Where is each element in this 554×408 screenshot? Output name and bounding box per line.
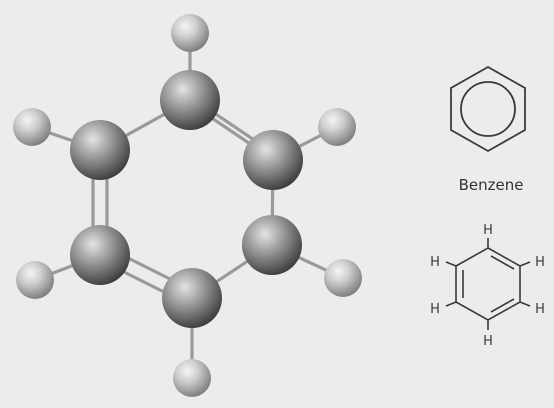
- hydrogen-label-bottom-left: H: [430, 302, 440, 317]
- kekule-double-bond-3: [490, 298, 515, 313]
- hydrogen-atoms: [13, 14, 362, 397]
- kekule-ch-bond-top-left: [445, 261, 457, 267]
- hydrogen-label-top-left: H: [430, 255, 440, 270]
- kekule-double-bond-1: [490, 255, 515, 270]
- hydrogen-atom-3: [324, 259, 362, 297]
- hydrogen-atom-6: [13, 108, 51, 146]
- carbon-atom-6: [70, 120, 130, 180]
- carbon-atom-1: [160, 70, 220, 130]
- carbon-atom-4: [162, 268, 222, 328]
- kekule-ch-bond-top-right: [519, 261, 531, 267]
- hydrogen-label-top-right: H: [535, 255, 545, 270]
- carbon-atom-2: [243, 130, 303, 190]
- kekule-bonds: [445, 238, 531, 330]
- hydrogen-atom-5: [16, 261, 54, 299]
- benzene-ring-symbol: [450, 65, 526, 153]
- kekule-ch-bond-bottom-right: [519, 301, 531, 307]
- kekule-ch-bond-bottom-left: [445, 301, 457, 307]
- ball-and-stick-model: [13, 14, 362, 397]
- kekule-structure: H H H H H H: [430, 223, 545, 349]
- hydrogen-atom-2: [318, 108, 356, 146]
- hydrogen-label-bottom-right: H: [535, 302, 545, 317]
- delocalized-ring-circle: [460, 81, 516, 137]
- hydrogen-label-bottom: H: [483, 334, 493, 349]
- carbon-atoms: [70, 70, 303, 328]
- hydrogen-atom-1: [171, 14, 209, 52]
- hexagon-outline: [450, 65, 526, 153]
- kekule-hydrogen-labels: H H H H H H: [430, 223, 545, 349]
- carbon-atom-5: [70, 225, 130, 285]
- hydrogen-atom-4: [173, 359, 211, 397]
- caption-benzene: Benzene: [459, 176, 524, 194]
- hydrogen-label-top: H: [483, 223, 493, 238]
- carbon-atom-3: [242, 215, 302, 275]
